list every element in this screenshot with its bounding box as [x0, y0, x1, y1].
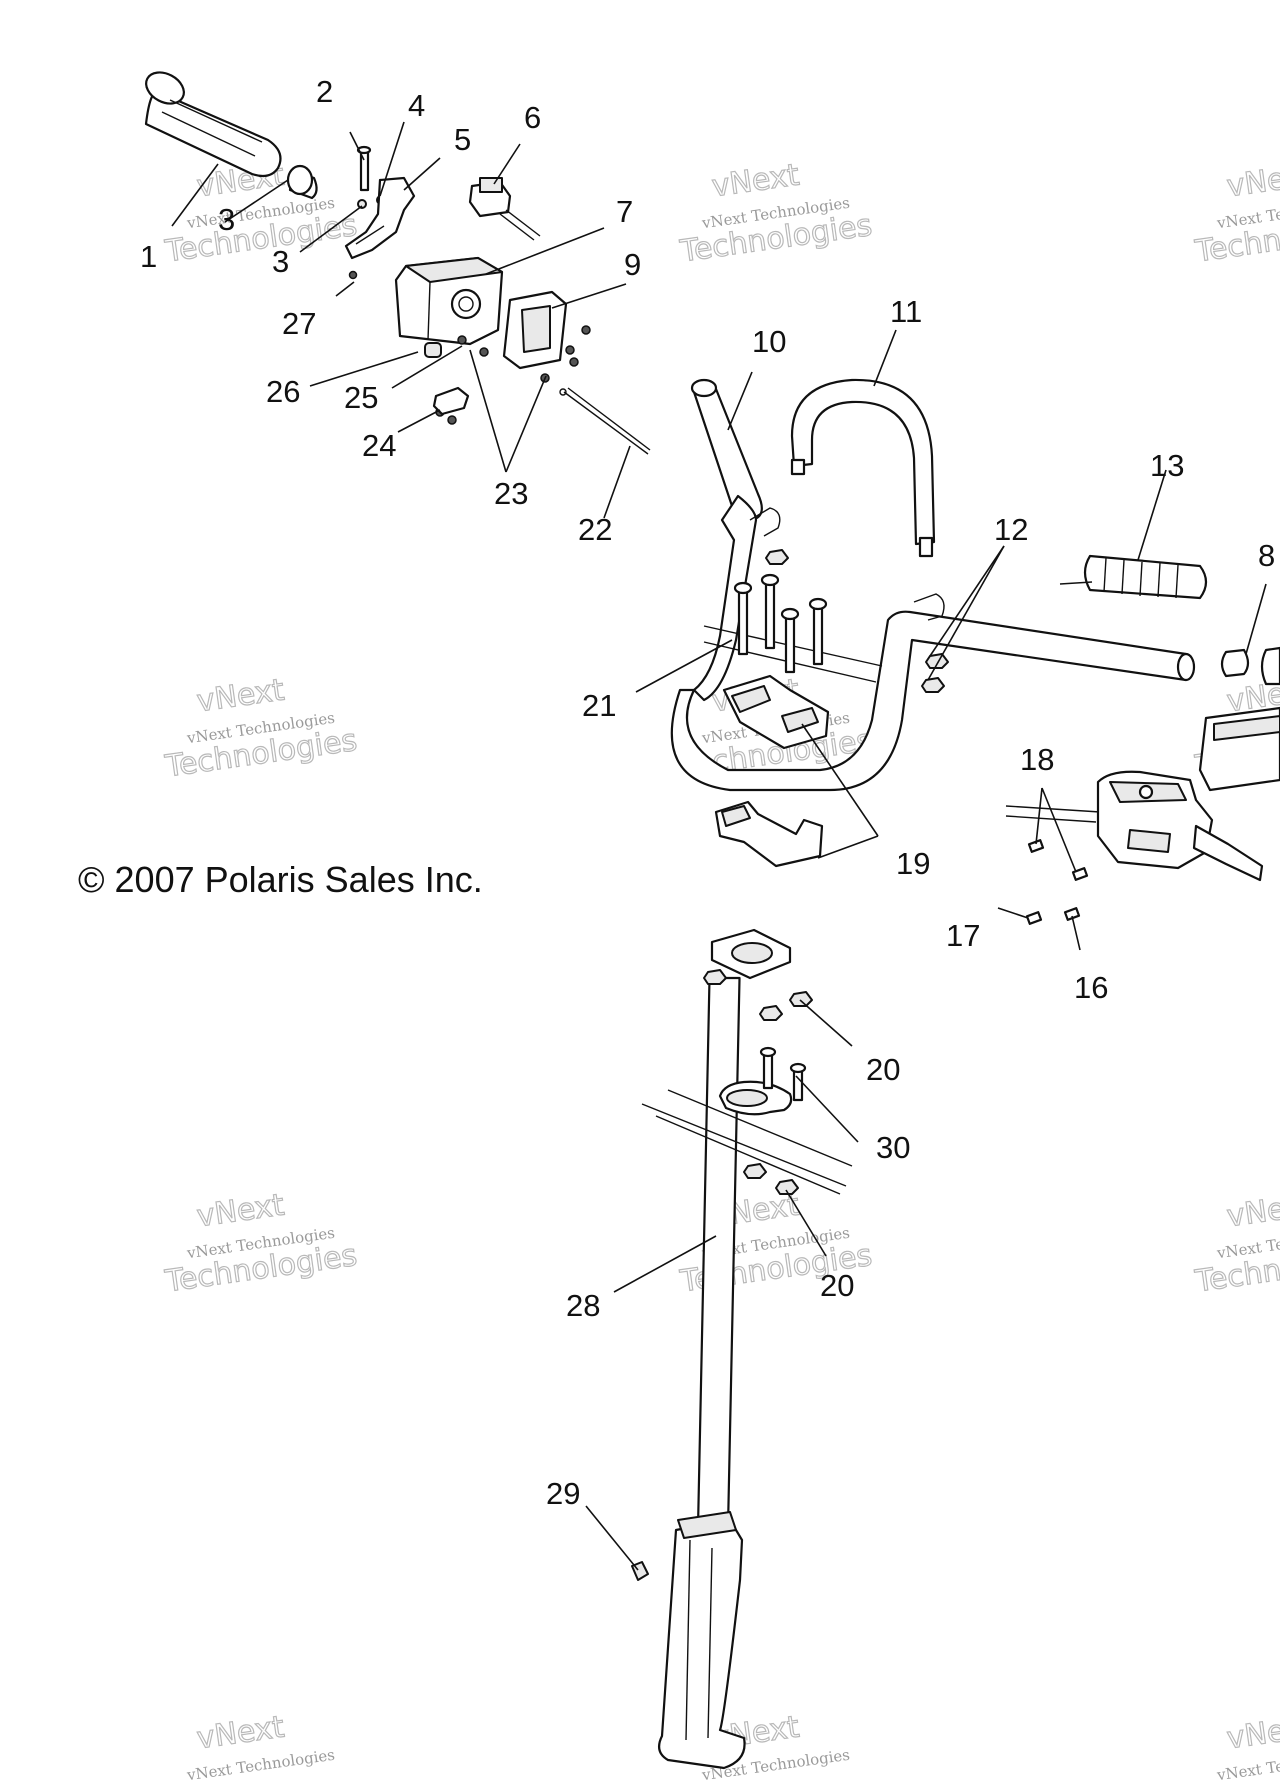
- callout-22: 22: [578, 512, 612, 547]
- frame-rails: [641, 1089, 853, 1195]
- watermark: vNext vNext Technologies: [185, 1709, 336, 1784]
- callout-16: 16: [1074, 970, 1108, 1005]
- callouts: 1 2 3 3 4 5 6 7 8 9 10 11 12 13 16 17 18…: [140, 74, 1275, 1511]
- callout-5: 5: [454, 122, 471, 157]
- handlebar: [670, 494, 1196, 792]
- callout-4: 4: [408, 88, 425, 123]
- handlebar-pad: [790, 378, 936, 558]
- cover: [432, 386, 470, 416]
- callout-30: 30: [876, 1130, 910, 1165]
- lower-clamp: [714, 800, 824, 868]
- watermark: vNext vNext Technologies: [1215, 1709, 1280, 1784]
- pivot-pin: [356, 145, 372, 192]
- left-handlebar-section: [690, 378, 763, 522]
- upper-clamp: [722, 674, 830, 750]
- callout-7: 7: [616, 194, 633, 229]
- callout-3: 3: [218, 202, 235, 237]
- svg-text:vNext: vNext: [1225, 158, 1280, 205]
- switch-module: [468, 177, 541, 241]
- steering-post: [657, 928, 793, 1770]
- washer: [357, 199, 367, 209]
- svg-text:vNext: vNext: [1225, 1710, 1280, 1757]
- watermark: vNext vNext Technologies Technologies: [677, 157, 875, 270]
- svg-text:vNext: vNext: [195, 1188, 287, 1235]
- callout-28: 28: [566, 1288, 600, 1323]
- grip-end-cap: [286, 164, 318, 200]
- nut: [424, 342, 442, 358]
- callout-12: 12: [994, 512, 1028, 547]
- right-grip: [1059, 554, 1208, 600]
- post-bolts: [759, 1046, 807, 1102]
- callout-29: 29: [546, 1476, 580, 1511]
- left-grip: [144, 71, 282, 178]
- callout-11: 11: [890, 294, 922, 329]
- post-nuts: [703, 969, 813, 1195]
- callout-23: 23: [494, 476, 528, 511]
- control-module-right: [1198, 706, 1280, 792]
- callout-19: 19: [896, 846, 930, 881]
- callout-2: 2: [316, 74, 333, 109]
- throttle-lever: [344, 176, 416, 260]
- callout-9: 9: [624, 247, 641, 282]
- callout-10: 10: [752, 324, 786, 359]
- throttle-cable: [559, 387, 651, 455]
- callout-3: 3: [272, 244, 289, 279]
- watermark: vNext vNext Technologies Technologies: [1192, 1187, 1280, 1300]
- callout-24: 24: [362, 428, 396, 463]
- callout-27: 27: [282, 306, 316, 341]
- grip-end-cap-right: [1220, 646, 1280, 686]
- throttle-housing: [394, 256, 504, 346]
- svg-text:vNext: vNext: [195, 673, 287, 720]
- callout-1: 1: [140, 239, 157, 274]
- watermark: vNext vNext Technologies Technologies: [1192, 157, 1280, 270]
- watermark: vNext vNext Technologies Technologies: [162, 672, 360, 785]
- callout-8: 8: [1258, 538, 1275, 573]
- callout-17: 17: [946, 918, 980, 953]
- cover-plate: [502, 290, 568, 370]
- svg-text:vNext: vNext: [710, 158, 802, 205]
- copyright-notice: © 2007 Polaris Sales Inc.: [78, 859, 483, 900]
- callout-26: 26: [266, 374, 300, 409]
- callout-25: 25: [344, 380, 378, 415]
- bolts-right: [1025, 839, 1089, 925]
- leader-lines: [171, 121, 1267, 1571]
- watermark: vNext vNext Technologies Technologies: [162, 1187, 360, 1300]
- svg-text:vNext: vNext: [1225, 1188, 1280, 1235]
- clamp-bolts: [733, 573, 828, 674]
- callout-6: 6: [524, 100, 541, 135]
- callout-13: 13: [1150, 448, 1184, 483]
- screw: [348, 270, 358, 280]
- callout-21: 21: [582, 688, 616, 723]
- callout-18: 18: [1020, 742, 1054, 777]
- svg-text:vNext: vNext: [195, 1710, 287, 1757]
- callout-20: 20: [866, 1052, 900, 1087]
- brake-master-cylinder: [1005, 770, 1264, 882]
- callout-20: 20: [820, 1268, 854, 1303]
- nuts: [765, 549, 949, 693]
